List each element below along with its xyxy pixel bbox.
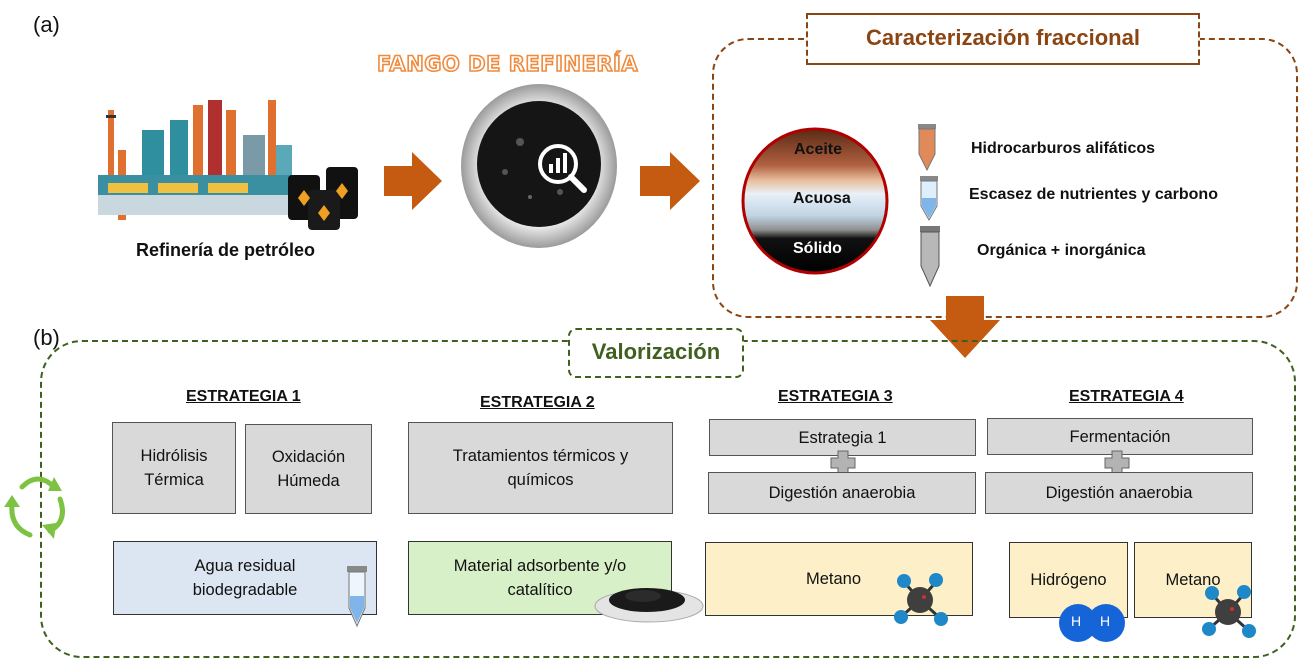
tube-oil-icon (918, 124, 936, 172)
sludge-beaker-image (461, 84, 617, 248)
hydrogen-molecule-icon (1059, 604, 1125, 642)
strategy-4-process-top: Fermentación (987, 418, 1253, 455)
valorization-title: Valorización (568, 328, 744, 378)
recycle-icon (4, 476, 65, 539)
fraction-separation-circle (741, 127, 889, 275)
fraction-solid-description: Orgánica + inorgánica (977, 242, 1146, 259)
panel-b-label: (b) (33, 325, 60, 350)
strategy-1-process-oxidation: Oxidación Húmeda (245, 424, 372, 514)
strategy-1-heading: ESTRATEGIA 1 (186, 388, 301, 405)
sludge-title: FANGO DE REFINERÍA (376, 51, 639, 77)
strategy-3-heading: ESTRATEGIA 3 (778, 388, 893, 405)
magnifier-chart-icon (538, 144, 587, 193)
arrow-right-1 (384, 152, 442, 210)
refinery-label: Refinería de petróleo (136, 240, 316, 260)
methane-molecule-icon (1202, 585, 1256, 638)
powder-dish-icon (594, 588, 704, 623)
refinery-icon (98, 100, 358, 230)
fraction-aqueous-description: Escasez de nutrientes y carbono (969, 186, 1218, 203)
arrow-right-2 (640, 152, 700, 210)
strategy-2-process: Tratamientos térmicos y químicos (408, 422, 673, 514)
tube-solid-icon (920, 226, 940, 288)
tube-aqueous-icon (920, 176, 938, 222)
fraction-aqueous-label: Acuosa (793, 190, 851, 207)
methane-molecule-icon (894, 573, 948, 626)
strategy-2-heading: ESTRATEGIA 2 (480, 394, 595, 411)
hydrogen-atom-label: H (1100, 613, 1111, 629)
fraction-oil-label: Aceite (794, 141, 843, 158)
fraction-solid-label: Sólido (793, 240, 842, 257)
hydrogen-atom-label: H (1071, 613, 1082, 629)
fraction-oil-description: Hidrocarburos alifáticos (971, 140, 1156, 157)
strategy-4-heading: ESTRATEGIA 4 (1069, 388, 1184, 405)
strategy-1-product: Agua residual biodegradable (113, 541, 377, 615)
strategy-4-process-bottom: Digestión anaerobia (985, 472, 1253, 514)
strategy-1-process-hydrolysis: Hidrólisis Térmica (112, 422, 236, 514)
arrow-down (930, 296, 1000, 358)
strategy-3-process-bottom: Digestión anaerobia (708, 472, 976, 514)
characterization-title: Caracterización fraccional (806, 13, 1200, 65)
panel-a-label: (a) (33, 12, 60, 37)
tube-icon (347, 566, 367, 628)
